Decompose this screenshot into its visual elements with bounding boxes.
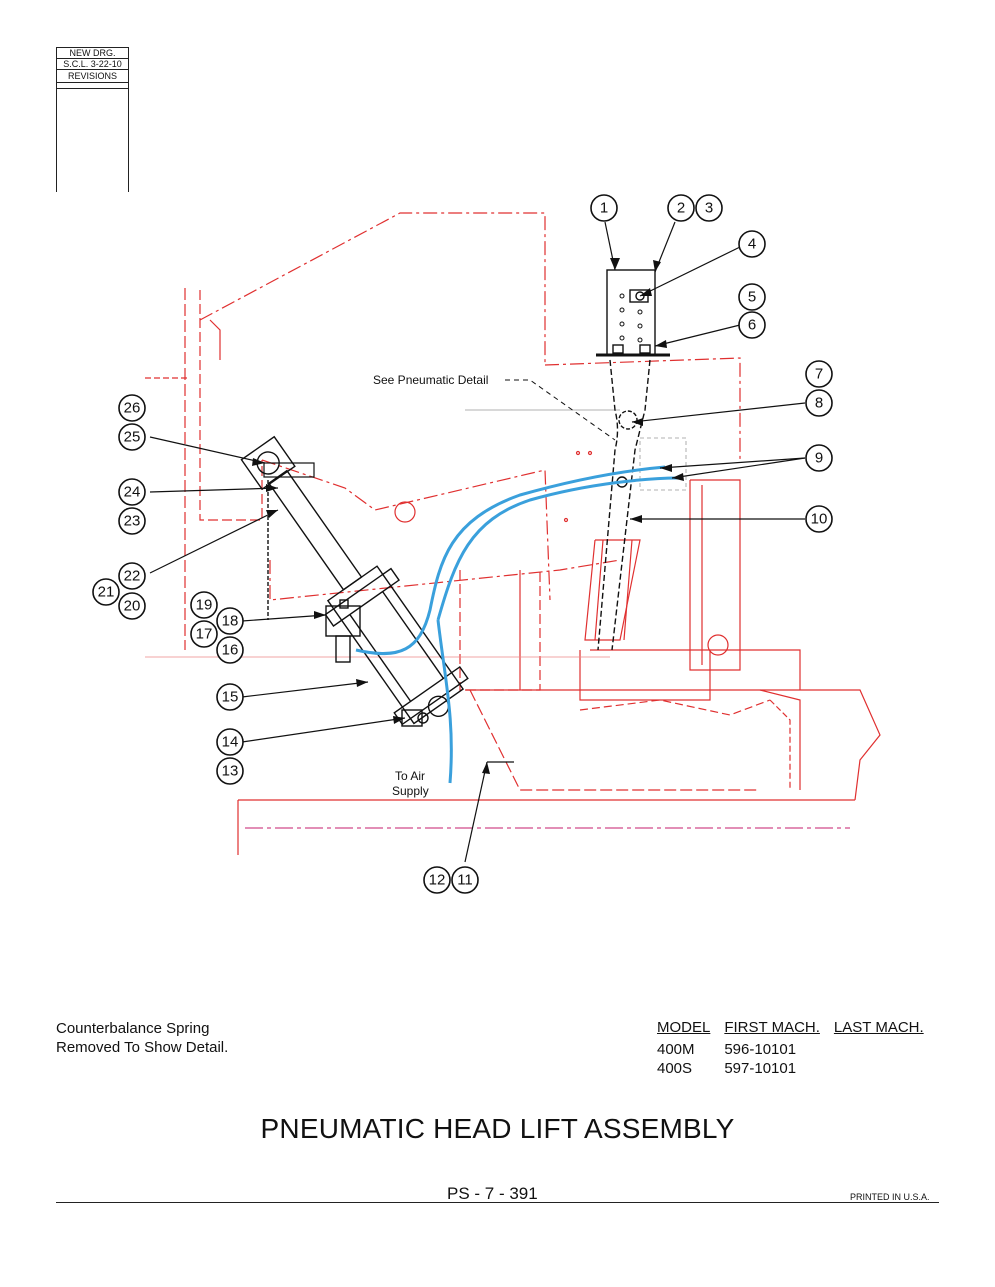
callout-3: 3 <box>695 194 723 222</box>
svg-text:11: 11 <box>457 872 473 889</box>
svg-text:17: 17 <box>196 626 213 643</box>
svg-text:9: 9 <box>815 450 823 467</box>
svg-text:10: 10 <box>811 511 828 528</box>
air-supply-label-line2: Supply <box>392 784 429 798</box>
note-line-2: Removed To Show Detail. <box>56 1039 229 1056</box>
model-table: MODEL FIRST MACH. LAST MACH. 400M 596-10… <box>657 1019 938 1078</box>
svg-text:8: 8 <box>815 395 823 412</box>
callout-20: 20 <box>118 592 146 620</box>
row-model: 400S <box>657 1060 693 1077</box>
callout-19: 19 <box>190 591 218 619</box>
row-first-mach: 596-10101 <box>724 1041 797 1058</box>
svg-text:23: 23 <box>124 513 141 530</box>
lift-parts <box>240 269 670 727</box>
svg-text:25: 25 <box>124 429 141 446</box>
row-last-mach <box>834 1040 938 1059</box>
header-last-mach: LAST MACH. <box>833 1019 924 1036</box>
svg-text:4: 4 <box>748 236 756 253</box>
callout-1: 1 <box>590 194 618 222</box>
revision-spacer <box>57 83 128 89</box>
header-model: MODEL <box>657 1019 711 1036</box>
svg-text:16: 16 <box>222 642 239 659</box>
callout-9: 9 <box>805 444 833 472</box>
table-row: 400S 597-10101 <box>657 1059 938 1078</box>
callout-26: 26 <box>118 394 146 422</box>
table-row: 400M 596-10101 <box>657 1040 938 1059</box>
page-number: PS - 7 - 391 <box>447 1184 538 1203</box>
note-line-1: Counterbalance Spring <box>56 1020 210 1037</box>
callout-24: 24 <box>118 478 146 506</box>
svg-text:14: 14 <box>222 734 239 751</box>
printed-in-usa: PRINTED IN U.S.A. <box>850 1192 930 1202</box>
callout-5: 5 <box>738 283 766 311</box>
revisions-label: REVISIONS <box>57 70 128 83</box>
row-model: 400M <box>657 1041 695 1058</box>
counterbalance-note: Counterbalance Spring Removed To Show De… <box>56 1019 228 1057</box>
svg-text:12: 12 <box>429 872 446 889</box>
callout-10: 10 <box>805 505 833 533</box>
callout-13: 13 <box>216 757 244 785</box>
callout-23: 23 <box>118 507 146 535</box>
callout-18: 18 <box>216 607 244 635</box>
svg-text:5: 5 <box>748 289 756 306</box>
row-first-mach: 597-10101 <box>724 1060 797 1077</box>
svg-text:7: 7 <box>815 366 823 383</box>
svg-text:15: 15 <box>222 689 239 706</box>
air-supply-label-line1: To Air <box>395 769 425 783</box>
revision-date: S.C.L. 3-22-10 <box>57 59 128 70</box>
svg-text:22: 22 <box>124 568 141 585</box>
callout-17: 17 <box>190 620 218 648</box>
svg-text:1: 1 <box>600 200 608 217</box>
air-hoses <box>355 465 679 784</box>
header-first-mach: FIRST MACH. <box>724 1019 820 1036</box>
revision-new-drawing: NEW DRG. <box>57 48 128 59</box>
callout-12: 12 <box>423 866 451 894</box>
callout-4: 4 <box>738 230 766 258</box>
leader-arrowheads <box>252 258 684 774</box>
svg-text:21: 21 <box>98 584 115 601</box>
callout-15: 15 <box>216 683 244 711</box>
model-table-header: MODEL FIRST MACH. LAST MACH. <box>657 1019 938 1040</box>
callout-8: 8 <box>805 389 833 417</box>
callout-25: 25 <box>118 423 146 451</box>
page-title: PNEUMATIC HEAD LIFT ASSEMBLY <box>260 1113 735 1144</box>
callout-2: 2 <box>667 194 695 222</box>
callout-7: 7 <box>805 360 833 388</box>
callout-16: 16 <box>216 636 244 664</box>
callout-14: 14 <box>216 728 244 756</box>
callout-21: 21 <box>92 578 120 606</box>
svg-text:20: 20 <box>124 598 141 615</box>
svg-text:24: 24 <box>124 484 141 501</box>
footer-rule <box>56 1202 939 1203</box>
see-pneumatic-detail-label: See Pneumatic Detail <box>373 373 488 387</box>
svg-text:3: 3 <box>705 200 713 217</box>
svg-text:18: 18 <box>222 613 239 630</box>
svg-text:13: 13 <box>222 763 239 780</box>
callout-22: 22 <box>118 562 146 590</box>
leader-lines <box>149 221 806 863</box>
svg-text:2: 2 <box>677 200 685 217</box>
row-last-mach <box>834 1059 938 1078</box>
machine-outline <box>145 212 881 855</box>
svg-text:26: 26 <box>124 400 141 417</box>
callout-6: 6 <box>738 311 766 339</box>
pneumatic-head-lift-diagram: See Pneumatic Detail To Air Supply 1 2 3… <box>92 194 881 894</box>
svg-text:6: 6 <box>748 317 756 334</box>
svg-text:19: 19 <box>196 597 213 614</box>
guide-lines <box>465 409 687 491</box>
revision-box: NEW DRG. S.C.L. 3-22-10 REVISIONS <box>56 47 129 192</box>
callout-11: 11 <box>451 866 479 894</box>
